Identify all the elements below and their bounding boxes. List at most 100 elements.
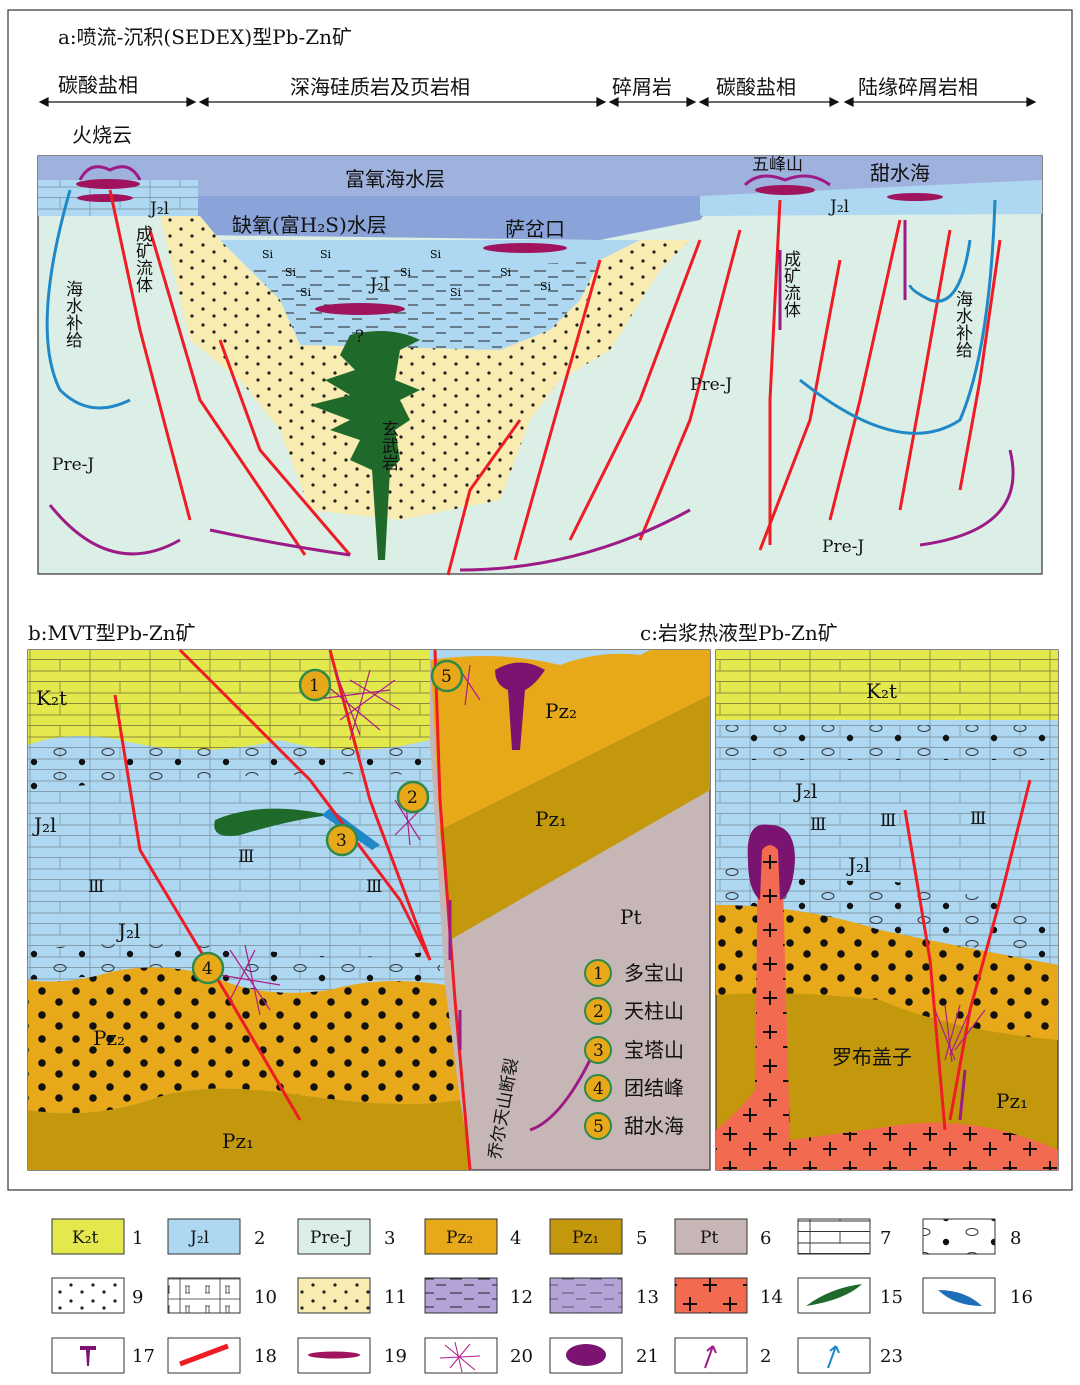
legend-number: 7 bbox=[880, 1228, 891, 1249]
label-anoxic-layer: 缺氧(富H₂S)水层 bbox=[232, 213, 387, 237]
deposit-legend-item-3: 3 宝塔山 bbox=[584, 1036, 684, 1064]
unit-iii-b2: Ⅲ bbox=[238, 847, 254, 867]
legend-item-sand-yellow: 11 bbox=[297, 1277, 407, 1314]
section-b: 1 2 3 4 5 K₂t J₂l J₂l Pz₂ Pz₁ Pz₂ Pz₁ Pt… bbox=[27, 648, 711, 1171]
legend-item-k2t: K₂t 1 bbox=[51, 1218, 143, 1255]
label-seawater-right: 海水补给 bbox=[952, 290, 973, 358]
label-j2l-right: J₂l bbox=[828, 197, 849, 217]
label-j2l-left: J₂l bbox=[148, 199, 169, 219]
unit-pz1-c: Pz₁ bbox=[996, 1089, 1028, 1113]
legend-number: 23 bbox=[880, 1346, 903, 1367]
label-tianshuihai-a: 甜水海 bbox=[870, 161, 930, 185]
label-seawater-left: 海水补给 bbox=[62, 280, 83, 348]
deposit-legend-number: 4 bbox=[593, 1079, 604, 1099]
deposit-marker-number: 2 bbox=[407, 788, 418, 808]
legend-number: 11 bbox=[384, 1287, 407, 1308]
legend-item-shale: 12 bbox=[424, 1277, 533, 1314]
deposit-marker-number: 3 bbox=[336, 831, 347, 851]
legend-item-fluid-arrow: 2 bbox=[674, 1337, 771, 1374]
label-sapenkou: 萨岔口 bbox=[505, 217, 565, 241]
deposit-marker-2: 2 bbox=[396, 780, 430, 814]
deposit-legend-name: 天柱山 bbox=[624, 999, 684, 1023]
legend-item-dolomite: 10 bbox=[167, 1277, 277, 1314]
legend-box-text: Pt bbox=[700, 1228, 718, 1248]
legend-number: 13 bbox=[636, 1287, 659, 1308]
unit-iii-b1: Ⅲ bbox=[88, 877, 104, 897]
legend-number: 12 bbox=[510, 1287, 533, 1308]
legend-item-blue-ore: 16 bbox=[922, 1277, 1033, 1314]
deposit-legend-number: 2 bbox=[593, 1002, 604, 1022]
legend-item-ore-layer: 19 bbox=[297, 1337, 407, 1374]
legend-item-siliceous: 13 bbox=[549, 1277, 659, 1314]
deposit-legend-name: 多宝山 bbox=[624, 961, 684, 985]
unit-k2t-c: K₂t bbox=[866, 679, 897, 703]
panel-a-frame bbox=[7, 9, 1073, 1191]
legend-number: 4 bbox=[510, 1228, 521, 1249]
unit-j2l-c-upper: J₂l bbox=[793, 779, 817, 803]
unit-iii-c2: Ⅲ bbox=[880, 811, 896, 831]
unit-iii-b3: Ⅲ bbox=[366, 877, 382, 897]
deposit-legend-item-1: 1 多宝山 bbox=[584, 959, 684, 987]
label-prej-left: Pre-J bbox=[52, 455, 94, 475]
legend-item-pt: Pt 6 bbox=[674, 1218, 771, 1255]
deposit-legend-number: 1 bbox=[593, 964, 604, 984]
legend-number: 15 bbox=[880, 1287, 903, 1308]
legend-number: 19 bbox=[384, 1346, 407, 1367]
deposit-marker-number: 1 bbox=[309, 676, 320, 696]
legend: K₂t 1 J₂l 2 Pre-J 3 Pz₂ 4 Pz₁ 5 Pt 6 bbox=[51, 1218, 1033, 1374]
legend-number: 21 bbox=[636, 1346, 659, 1367]
deposit-legend-number: 5 bbox=[593, 1117, 604, 1137]
legend-number: 3 bbox=[384, 1228, 395, 1249]
section-a: 富氧海水层 缺氧(富H₂S)水层 萨岔口 五峰山 甜水海 J₂l J₂l J₂l… bbox=[37, 155, 1043, 576]
legend-item-prej: Pre-J 3 bbox=[297, 1218, 395, 1255]
deposit-legend-item-5: 5 甜水海 bbox=[584, 1112, 684, 1140]
legend-number: 17 bbox=[132, 1346, 155, 1367]
si-label: Si bbox=[300, 286, 312, 299]
deposit-legend-item-2: 2 天柱山 bbox=[584, 997, 684, 1025]
deposit-legend-name: 宝塔山 bbox=[624, 1038, 684, 1062]
legend-number: 20 bbox=[510, 1346, 533, 1367]
unit-j2l-b-upper: J₂l bbox=[32, 813, 56, 837]
legend-number: 16 bbox=[1010, 1287, 1033, 1308]
label-j2l-basin: J₂l bbox=[368, 275, 389, 295]
legend-box-text: Pz₁ bbox=[572, 1228, 599, 1248]
legend-number: 14 bbox=[760, 1287, 783, 1308]
legend-item-oolitic: 8 bbox=[922, 1218, 1021, 1255]
legend-number: 5 bbox=[636, 1228, 647, 1249]
unit-pz2-b-right: Pz₂ bbox=[545, 699, 577, 723]
legend-number: 18 bbox=[254, 1346, 277, 1367]
unit-k2t-b: K₂t bbox=[36, 686, 67, 710]
si-label: Si bbox=[400, 266, 412, 279]
label-fire-cloud: 火烧云 bbox=[72, 123, 132, 147]
deposit-marker-number: 5 bbox=[441, 667, 452, 687]
unit-pz1-b: Pz₁ bbox=[222, 1129, 254, 1153]
deposit-marker-number: 4 bbox=[202, 959, 213, 979]
legend-item-mushroom-ore: 17 bbox=[51, 1337, 155, 1374]
si-label: Si bbox=[500, 266, 512, 279]
legend-item-green-ore: 15 bbox=[797, 1277, 903, 1314]
label-ore-fluid-right: 成矿流体 bbox=[780, 250, 801, 318]
unit-j2l-c-lower: J₂l bbox=[846, 853, 870, 877]
facies-deep-sea: 深海硅质岩及页岩相 bbox=[290, 75, 470, 99]
deposit-legend-number: 3 bbox=[593, 1041, 604, 1061]
legend-number: 8 bbox=[1010, 1228, 1021, 1249]
label-question: ? bbox=[355, 327, 364, 347]
legend-box-text: Pz₂ bbox=[446, 1228, 473, 1248]
facies-carbonate-left: 碳酸盐相 bbox=[58, 73, 138, 97]
legend-number: 1 bbox=[132, 1228, 143, 1249]
legend-item-pz1: Pz₁ 5 bbox=[549, 1218, 647, 1255]
deposit-marker-1: 1 bbox=[298, 668, 332, 702]
facies-clastic: 碎屑岩 bbox=[612, 75, 672, 99]
legend-box-text: J₂l bbox=[188, 1228, 209, 1248]
legend-item-sandstone: 9 bbox=[51, 1277, 143, 1314]
deposit-legend-name: 团结峰 bbox=[624, 1076, 684, 1100]
legend-item-fault: 18 bbox=[167, 1337, 277, 1374]
legend-number: 6 bbox=[760, 1228, 771, 1249]
facies-carbonate-right: 碳酸盐相 bbox=[716, 75, 796, 99]
facies-continental: 陆缘碎屑岩相 bbox=[858, 75, 978, 99]
si-label: Si bbox=[285, 266, 297, 279]
legend-item-granite: 14 bbox=[674, 1277, 783, 1314]
label-luobugaizi: 罗布盖子 bbox=[832, 1045, 912, 1069]
legend-item-veinlets: 20 bbox=[424, 1337, 533, 1374]
